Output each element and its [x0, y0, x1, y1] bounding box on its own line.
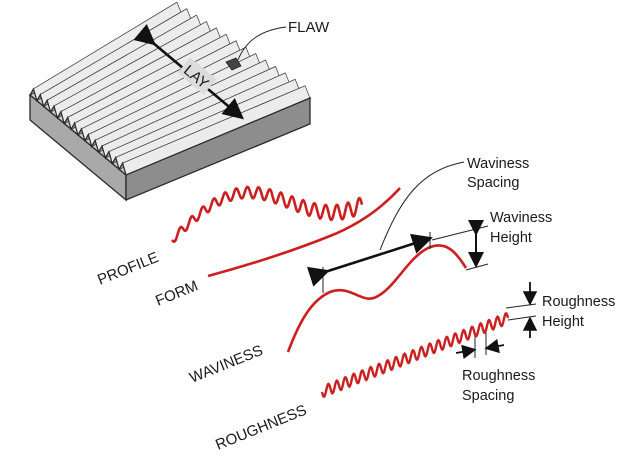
roughness-spacing-label-line2: Spacing	[462, 388, 514, 404]
waviness-spacing-label-line2: Spacing	[467, 175, 519, 191]
waviness-spacing-leader	[379, 161, 465, 251]
roughness-height-label-line1: Roughness	[542, 294, 615, 310]
roughness-height-ext-bottom	[507, 315, 537, 321]
waviness-height-label-line1: Waviness	[490, 210, 552, 226]
waviness-height-ext-top	[431, 225, 489, 241]
roughness-height-ext-top	[505, 303, 537, 309]
flaw-label: FLAW	[288, 19, 330, 36]
waviness-label: WAVINESS	[187, 342, 265, 387]
block-side-face	[125, 97, 311, 201]
waviness-height-label-line2: Height	[490, 230, 532, 246]
textured-block: LAY	[28, 1, 312, 202]
roughness-spacing-label-line1: Roughness	[462, 368, 535, 384]
waviness-spacing-arrow	[306, 233, 433, 287]
waviness-height-ext-bottom	[465, 263, 489, 271]
roughness-curve	[320, 312, 510, 398]
roughness-spacing-arrow-left	[455, 344, 477, 359]
form-label: FORM	[153, 277, 200, 309]
lay-label-bg	[177, 57, 217, 95]
waviness-spacing-label-line1: Waviness	[467, 156, 529, 172]
roughness-label: ROUGHNESS	[213, 402, 309, 454]
flaw-leader-line	[237, 26, 287, 61]
profile-curve	[171, 185, 364, 243]
block-serrated-edge	[29, 87, 127, 176]
roughness-height-label-line2: Height	[542, 314, 584, 330]
waviness-curve	[286, 244, 468, 353]
roughness-spacing-arrow-right	[484, 338, 505, 354]
roughness-annotations: Roughness Height Roughness Spacing	[455, 282, 615, 404]
profile-label: PROFILE	[95, 249, 161, 289]
waviness-annotations: Waviness Spacing Waviness Height	[306, 156, 552, 293]
